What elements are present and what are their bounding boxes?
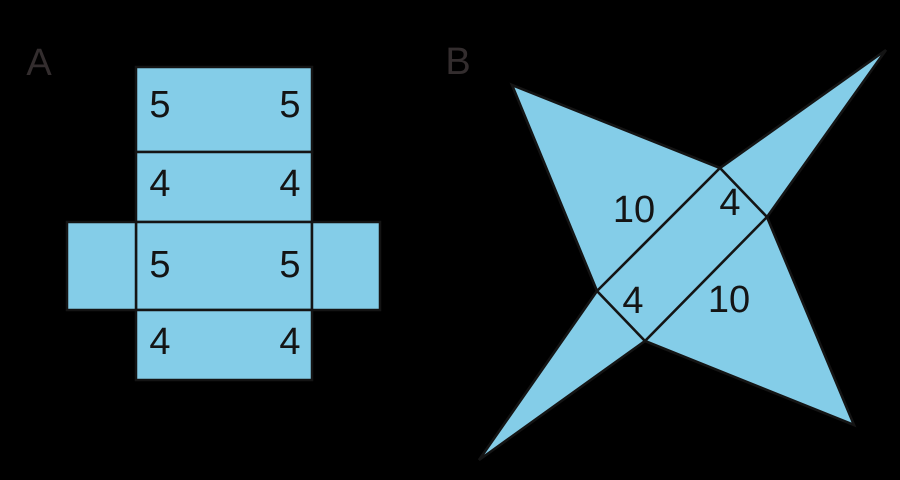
net-a-row1-left-label: 5 — [149, 84, 170, 126]
figure-a-label: A — [26, 42, 52, 84]
net-a-row4-left-label: 4 — [149, 321, 170, 363]
net-a-face-row3 — [134, 220, 314, 312]
net-a-row2-right-label: 4 — [279, 163, 300, 205]
net-a-face-row1 — [134, 65, 314, 154]
net-a-row2-left-label: 4 — [149, 163, 170, 205]
figure-b-label: B — [445, 41, 470, 83]
net-a-row4-right-label: 4 — [279, 321, 300, 363]
net-a-face-row2 — [134, 150, 314, 224]
net-b-label-top-right: 4 — [719, 182, 740, 224]
net-a-row1-right-label: 5 — [279, 84, 300, 126]
net-b-base-rectangle-outline — [595, 166, 769, 343]
net-a-flap-left — [65, 220, 138, 312]
net-a-face-row4 — [134, 308, 314, 382]
net-a-flap-right — [310, 220, 382, 312]
figure-a: A 5 5 4 4 5 5 4 4 — [26, 42, 382, 382]
figure-b: B 10 4 4 10 — [445, 41, 888, 462]
net-b-label-bottom-left: 4 — [622, 280, 643, 322]
net-a-row3-left-label: 5 — [149, 244, 170, 286]
net-b-label-top-left: 10 — [613, 189, 655, 231]
net-b-label-bottom-right: 10 — [708, 279, 750, 321]
net-b-star-shape — [477, 48, 888, 462]
net-a-row3-right-label: 5 — [279, 244, 300, 286]
